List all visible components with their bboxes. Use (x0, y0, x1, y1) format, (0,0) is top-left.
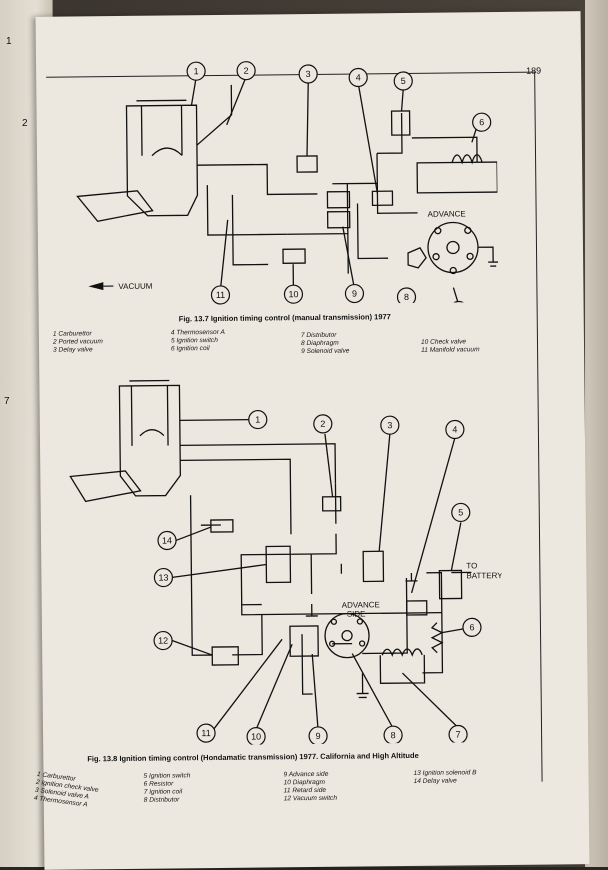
figure-13-8-legend-col2: 5 Ignition switch 6 Resistor 7 Ignition … (143, 772, 190, 804)
carburettor-body (119, 385, 180, 496)
delay-valve (211, 520, 233, 532)
page-stack-edge (585, 0, 608, 867)
battery-label-to: TO (466, 561, 477, 570)
advance-side-label: ADVANCE (342, 600, 380, 609)
callout-1: 1 (255, 415, 260, 425)
callout-8: 8 (391, 730, 396, 740)
figure-13-7-legend-col2: 4 Thermosensor A 5 Ignition switch 6 Ign… (171, 329, 225, 354)
resistor (432, 623, 442, 653)
solenoid-valve (327, 192, 349, 208)
callout-3: 3 (387, 420, 392, 430)
callout-3: 3 (306, 69, 311, 79)
callout-12: 12 (158, 636, 168, 646)
check-valve (283, 249, 305, 263)
margin-rule (534, 72, 542, 782)
ignition-solenoid-b (266, 546, 290, 582)
prev-page-callout: 7 (4, 396, 10, 407)
ignition-switch (439, 570, 461, 598)
callout-14: 14 (162, 535, 172, 545)
vacuum-arrow-icon (88, 282, 103, 290)
advance-label: ADVANCE (428, 209, 466, 218)
callout-5: 5 (401, 76, 406, 86)
figure-13-8-caption: Fig. 13.8 Ignition timing control (Honda… (87, 751, 418, 763)
legend-item: 2 Ported vacuum (53, 338, 103, 347)
figure-13-8-diagram: 1 2 3 4 5 6 7 8 9 10 11 12 13 14 TO BATT… (59, 372, 503, 747)
diaphragm (408, 248, 426, 268)
legend-item: 3 Delay valve (53, 346, 103, 355)
prev-page-callout: 2 (22, 118, 28, 129)
legend-item: 14 Delay valve (414, 777, 477, 786)
callout-2: 2 (244, 66, 249, 76)
legend-item: 5 Ignition switch (143, 772, 190, 780)
ignition-coil (382, 649, 422, 655)
callout-9: 9 (316, 731, 321, 741)
delay-valve (297, 156, 317, 172)
advance-side-label-2: SIDE (347, 609, 366, 618)
legend-item: 9 Solenoid valve (301, 348, 349, 357)
callout-4: 4 (452, 424, 457, 434)
prev-page-callout: 1 (6, 36, 12, 47)
legend-item: 11 Manifold vacuum (421, 346, 480, 355)
callout-6: 6 (479, 117, 484, 127)
battery-label: BATTERY (466, 571, 503, 580)
callout-7: 7 (456, 305, 461, 306)
ignition-coil (417, 162, 497, 193)
figure-13-7-legend-col3: 7 Distributor 8 Diaphragm 9 Solenoid val… (301, 332, 350, 357)
diaphragm (290, 626, 318, 656)
figure-13-7-legend-col1: 1 Carburettor 2 Ported vacuum 3 Delay va… (53, 330, 103, 355)
callout-11: 11 (201, 728, 210, 738)
figure-13-7-diagram: 1 2 3 4 5 6 7 8 9 10 11 VACUUM ADVANCE (56, 42, 499, 307)
callout-4: 4 (356, 72, 361, 82)
legend-item: 6 Ignition coil (171, 345, 225, 354)
vacuum-label: VACUUM (118, 282, 153, 291)
callout-8: 8 (404, 292, 409, 302)
ignition-check-valve (323, 497, 341, 511)
ignition-switch (392, 111, 410, 135)
figure-13-7-caption: Fig. 13.7 Ignition timing control (manua… (179, 312, 391, 323)
callout-9: 9 (352, 289, 357, 299)
callout-2: 2 (320, 419, 325, 429)
callout-6: 6 (469, 622, 474, 632)
callout-1: 1 (194, 66, 199, 76)
legend-item: 8 Distributor (144, 796, 191, 804)
callout-13: 13 (158, 573, 168, 583)
legend-item: 12 Vacuum switch (284, 795, 337, 804)
solenoid-valve-a (363, 551, 383, 581)
manual-page: 1 8 9 (36, 11, 590, 870)
callout-11: 11 (216, 290, 225, 300)
callout-7: 7 (456, 729, 461, 739)
figure-13-7-legend-col4: 10 Check valve 11 Manifold vacuum (421, 338, 480, 355)
carburettor-body (126, 105, 197, 216)
callout-10: 10 (251, 732, 261, 742)
figure-13-8-legend-col4: 13 Ignition solenoid B 14 Delay valve (413, 769, 476, 786)
figure-13-8-legend-col3: 9 Advance side 10 Diaphragm 11 Retard si… (283, 771, 337, 804)
vacuum-switch (212, 647, 238, 665)
callout-10: 10 (288, 289, 298, 299)
thermosensor-a (372, 191, 392, 205)
callout-5: 5 (458, 507, 463, 517)
figure-13-8-legend-col1: 1 Carburettor 2 Ignition check valve 3 S… (33, 771, 100, 811)
